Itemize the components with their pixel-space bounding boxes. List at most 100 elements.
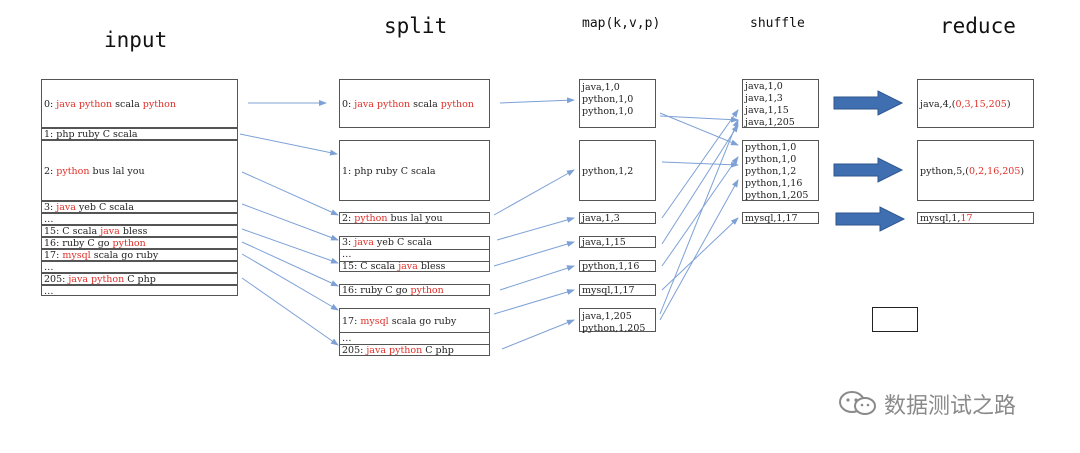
map-block: java,1,15 [579,236,656,248]
split-text: … [342,249,352,260]
shuffle-block: mysql,1,17 [742,212,819,224]
row-divider [340,261,489,262]
input-row: 15: C scala java bless [41,225,238,237]
split-block: 17: mysql scala go ruby…205: java python… [339,308,490,356]
split-text: 16: ruby C go python [342,285,444,296]
shuffle-text: python,1,0 [745,142,797,153]
map-text: python,1,0 [582,106,634,117]
input-row-text: 0: java python scala python [44,98,176,110]
reduce-block: mysql,1,17 [917,212,1034,224]
split-text: … [342,333,352,344]
map-title: map(k,v,p) [582,16,661,31]
empty-box [872,307,918,332]
split-text: 1: php ruby C scala [342,165,436,177]
flow-arrow [661,124,739,245]
shuffle-text: java,1,3 [745,93,783,104]
input-row-text: 205: java python C php [44,274,156,285]
map-text: python,1,16 [582,261,640,272]
row-divider [340,249,489,250]
input-row: … [41,285,238,297]
input-row-text: 2: python bus lal you [44,165,145,177]
map-block: java,1,3 [579,212,656,224]
reduce-text: java,4,(0,3,15,205) [920,98,1011,110]
input-row: 0: java python scala python [41,79,238,128]
flow-arrow [659,112,739,146]
map-text: python,1,205 [582,323,646,334]
split-block: 0: java python scala python [339,79,490,128]
input-row: … [41,261,238,273]
split-text: 2: python bus lal you [342,213,443,224]
watermark-text: 数据测试之路 [884,394,1017,419]
input-title: input [104,28,168,52]
row-divider [340,332,489,333]
flow-arrow [241,171,339,216]
split-text: 3: java yeb C scala [342,237,432,248]
shuffle-title: shuffle [750,16,805,31]
input-row-text: 15: C scala java bless [44,226,148,237]
flow-arrow [661,156,739,267]
reduce-block: python,5,(0,2,16,205) [917,140,1034,201]
shuffle-text: java,1,15 [745,105,789,116]
reduce-arrow [833,157,904,183]
input-row: 2: python bus lal you [41,140,238,201]
map-text: mysql,1,17 [582,285,635,296]
flow-arrow [241,277,339,346]
flow-arrow [239,133,338,156]
flow-arrow [493,289,575,315]
input-row: 3: java yeb C scala [41,201,238,213]
flow-arrow [499,97,575,104]
flow-arrow [499,265,575,291]
shuffle-text: python,1,16 [745,178,803,189]
flow-arrow [493,169,575,216]
map-text: python,1,2 [582,165,634,177]
flow-arrow [241,241,339,287]
flow-arrow [659,115,739,123]
input-row-text: … [44,286,54,297]
flow-arrow [661,217,739,291]
flow-arrow [496,217,575,241]
flow-arrow [501,319,575,350]
reduce-text: mysql,1,17 [920,213,973,224]
input-row: 1: php ruby C scala [41,128,238,140]
map-text: java,1,3 [582,213,620,224]
input-row-text: 1: php ruby C scala [44,129,138,140]
shuffle-text: mysql,1,17 [745,213,798,224]
split-text: 15: C scala java bless [342,261,446,272]
map-block: python,1,2 [579,140,656,201]
flow-arrow [241,253,339,311]
flow-arrow [659,119,739,315]
input-row-text: 3: java yeb C scala [44,202,134,213]
map-block: python,1,16 [579,260,656,272]
flow-arrow [493,241,575,267]
map-block: mysql,1,17 [579,284,656,296]
input-row: 16: ruby C go python [41,237,238,249]
shuffle-text: python,1,0 [745,154,797,165]
reduce-block: java,4,(0,3,15,205) [917,79,1034,128]
shuffle-text: java,1,205 [745,117,795,128]
flow-arrow [241,203,339,241]
input-row: 205: java python C php [41,273,238,285]
map-text: python,1,0 [582,94,634,105]
flow-arrow [661,109,739,219]
split-text: 0: java python scala python [342,98,474,110]
split-block: 1: php ruby C scala [339,140,490,201]
input-row-text: … [44,214,54,225]
input-row: … [41,213,238,225]
input-row-text: … [44,262,54,273]
flow-arrow [659,179,739,321]
split-title: split [384,14,448,38]
reduce-title: reduce [940,14,1016,38]
input-row-text: 17: mysql scala go ruby [44,250,159,261]
reduce-arrow [835,206,906,232]
row-divider [340,344,489,345]
flow-arrow [241,228,339,264]
reduce-text: python,5,(0,2,16,205) [920,165,1025,177]
split-text: 17: mysql scala go ruby [342,316,457,327]
map-text: java,1,205 [582,311,632,322]
input-row: 17: mysql scala go ruby [41,249,238,261]
